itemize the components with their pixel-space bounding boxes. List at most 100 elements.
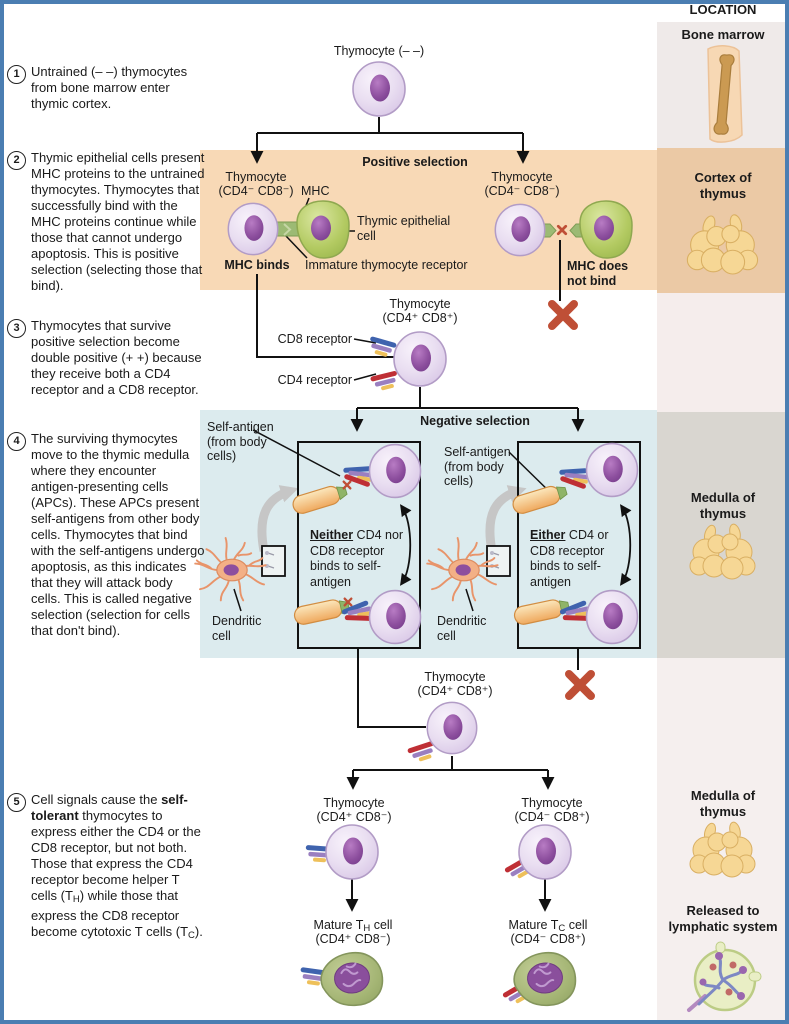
step-5-sub1: H [72,894,80,905]
neither-rest: CD4 nor CD8 receptor binds to self-antig… [310,528,404,589]
location-section-medulla [657,412,789,658]
step-4-text: The surviving thymocytes move to the thy… [31,431,205,638]
thymus-medulla-icon [689,522,756,580]
post-negative-type: (CD4⁺ CD8⁺) [417,684,493,698]
self-antigen-right-label: Self-antigen (from body cells) [444,445,511,488]
either-binds-box [517,441,641,649]
flow-connectors [250,117,585,912]
thymocyte-right-box-bottom [585,589,639,645]
immature-receptor-label: Immature thymocyte receptor [305,258,468,272]
step-5-seg3: ) while those that express the CD8 recep… [31,888,189,939]
mature-tc-sub: C [558,923,566,934]
epithelial-cell-right [579,200,633,259]
thymocyte-left-box-bottom [368,589,422,645]
step-5-sub2: C [188,930,195,941]
pos-right-thymocyte-name: Thymocyte [491,170,553,184]
cd4-receptor-label: CD4 receptor [277,373,352,387]
dendritic-cell-left-icon [194,537,267,602]
step-1-number: 1 [7,65,26,84]
mhc-bond-chevron [283,223,292,236]
thymic-epithelial-label: Thymic epithelial cell [357,214,451,243]
double-positive-thymocyte-cell [393,331,447,387]
step-5-seg2: thymocytes to express either the CD4 or … [31,808,201,903]
location-released-label: Released to lymphatic system [668,903,778,934]
dendritic-cell-left-label: Dendritic cell [212,614,262,643]
thymocyte-right-box-top [585,442,639,498]
pos-right-thymocyte-type: (CD4⁻ CD8⁻) [484,184,560,198]
mature-tc-label: Mature TC cell [488,918,608,937]
step-2-number: 2 [7,151,26,170]
cd8-receptor-icon [366,336,397,359]
mature-th-cell-icon [317,948,386,1010]
branch-right-type: (CD4⁻ CD8⁺) [514,810,590,824]
mhc-label: MHC [301,184,330,198]
mature-tc-type: (CD4⁻ CD8⁺) [510,932,586,946]
thymocyte-nobind-cell [494,203,546,257]
no-bind-small-x-icon [556,224,568,236]
step-5-number: 5 [7,793,26,812]
mature-th-post: cell [370,918,393,932]
mhc-does-not-bind-label: MHC does not bind [567,259,629,288]
branch-left-name: Thymocyte [323,796,385,810]
neither-binds-box [297,441,421,649]
mature-tc-pre: Mature T [508,918,559,932]
top-thymocyte-label: Thymocyte (– –) [333,44,425,58]
location-medulla-label: Medulla of thymus [690,490,756,521]
location-cortex-label: Cortex of thymus [694,170,752,201]
mature-th-sub: H [363,923,371,934]
dendritic-cell-right-label: Dendritic cell [437,614,487,643]
branch-right-name: Thymocyte [521,796,583,810]
antigen-sample-box-left [261,545,286,577]
step-3-text: Thymocytes that survive positive selecti… [31,318,202,397]
double-positive-type: (CD4⁺ CD8⁺) [382,311,458,325]
either-rest: CD4 or CD8 receptor binds to self-antige… [530,528,609,589]
location-header: LOCATION [689,2,757,17]
step-1-text: Untrained (– –) thymocytes from bone mar… [31,64,188,111]
step-5-seg4: ). [194,924,203,939]
pos-left-thymocyte-name: Thymocyte [225,170,287,184]
thymocyte-left-box-top [368,443,422,499]
mature-th-type: (CD4⁺ CD8⁻) [315,932,391,946]
antigen-transfer-arrow-left [257,485,299,552]
receptor-fan-right-top [556,463,591,490]
cd4-positive-thymocyte-cell [325,824,379,880]
step-3-number: 3 [7,319,26,338]
location-bone-marrow-label: Bone marrow [681,27,765,42]
either-binds-text: Either CD4 or CD8 receptor binds to self… [530,528,630,590]
neither-binds-text: Neither CD4 nor CD8 receptor binds to se… [310,528,407,590]
mature-th-pre: Mature T [313,918,364,932]
apc-rod-left-top [290,481,350,517]
lymph-node-icon [687,940,763,1012]
mhc-binds-label: MHC binds [224,258,290,272]
post-negative-thymocyte-cell [426,701,478,755]
mature-tc-post: cell [565,918,588,932]
cycle-arrow-right-box [620,504,632,586]
location-section-gap [657,293,789,412]
step-5-bold: self-tolerant [31,792,188,823]
step-5-text: Cell signals cause the self-tolerant thy… [31,792,205,944]
mature-th-label: Mature TH cell [293,918,413,937]
neither-word: Neither [310,528,354,542]
self-antigen-left-label: Self-antigen (from body cells) [207,420,274,463]
step-5-seg1: Cell signals cause the [31,792,162,807]
step-2-text: Thymic epithelial cells present MHC prot… [31,150,205,293]
thymocyte-binds-cell [227,202,279,256]
thymus-cortex-icon [686,213,759,275]
thymus-medulla2-icon [689,820,756,878]
apc-rod-left-bottom [292,596,352,627]
antigen-transfer-arrow-right [485,485,527,552]
double-positive-name: Thymocyte [389,297,451,311]
step-4-number: 4 [7,432,26,451]
location-medulla2-label: Medulla of thymus [690,788,756,819]
untrained-thymocyte-cell [352,61,406,117]
post-negative-name: Thymocyte [424,670,486,684]
cd8-positive-thymocyte-cell [518,824,572,880]
either-word: Either [530,528,566,542]
cycle-arrow-left-box [400,504,412,586]
apoptosis-x-negative-icon [569,674,591,696]
bone-marrow-icon [707,45,743,143]
epithelial-cell-left [296,200,350,259]
negative-selection-title: Negative selection [420,414,530,428]
